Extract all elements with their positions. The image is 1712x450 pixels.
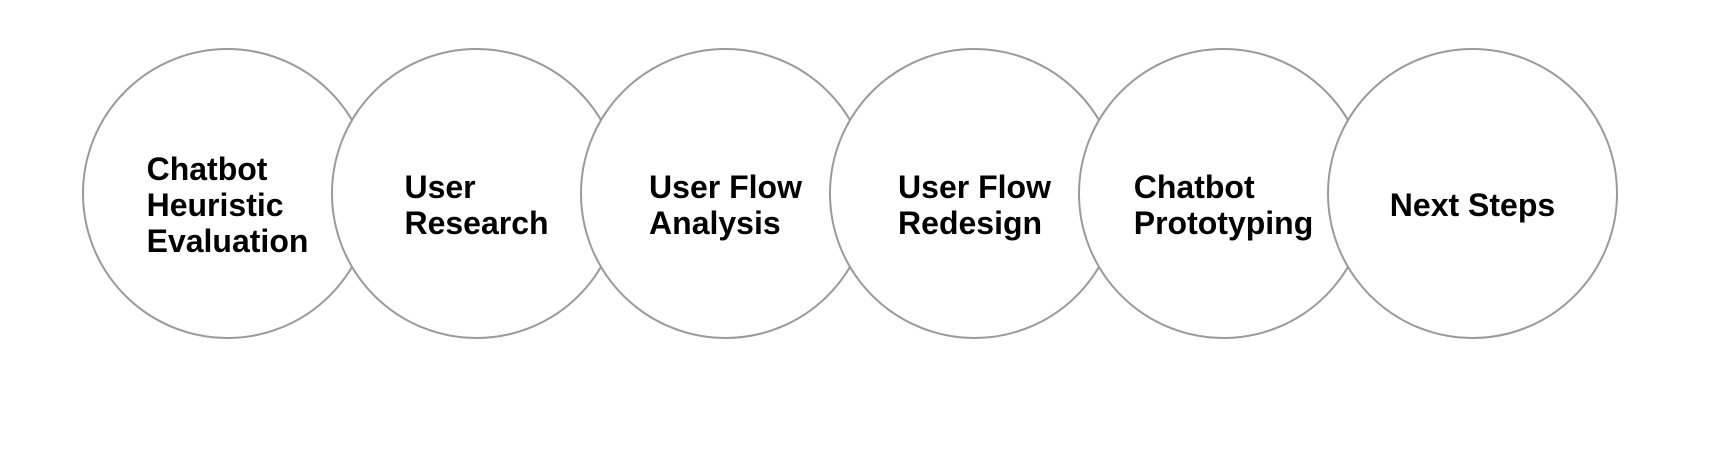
stage-label: User Flow Redesign [898,169,1051,241]
stage-label: User Research [404,169,548,241]
stage-label: Chatbot Prototyping [1134,169,1314,241]
stage-label-line: Redesign [898,204,1043,241]
stage-label: Next Steps [1390,187,1555,223]
stage-label: Chatbot Heuristic Evaluation [147,151,309,259]
stage-label-line: Research [404,204,549,241]
stage-circle-chatbot-prototyping: Chatbot Prototyping [1078,48,1369,339]
stage-label-line: User Flow [649,168,802,205]
stage-label-line: Prototyping [1133,204,1314,241]
stage-circle-next-steps: Next Steps [1327,48,1618,339]
stage-circle-chatbot-heuristic-evaluation: Chatbot Heuristic Evaluation [82,48,373,339]
stage-label-line: Analysis [649,204,781,241]
stage-label: User Flow Analysis [649,169,802,241]
stage-label-line: Evaluation [146,222,309,259]
stage-circle-user-flow-analysis: User Flow Analysis [580,48,871,339]
stage-label-line: Heuristic [146,186,284,223]
stage-label-line: User Flow [898,168,1051,205]
stage-label-line: Chatbot [146,150,268,187]
stage-circle-user-flow-redesign: User Flow Redesign [829,48,1120,339]
stage-label-line: User [404,168,476,205]
stage-circle-user-research: User Research [331,48,622,339]
stage-label-line: Chatbot [1133,168,1255,205]
stage-label-line: Next Steps [1389,186,1556,223]
